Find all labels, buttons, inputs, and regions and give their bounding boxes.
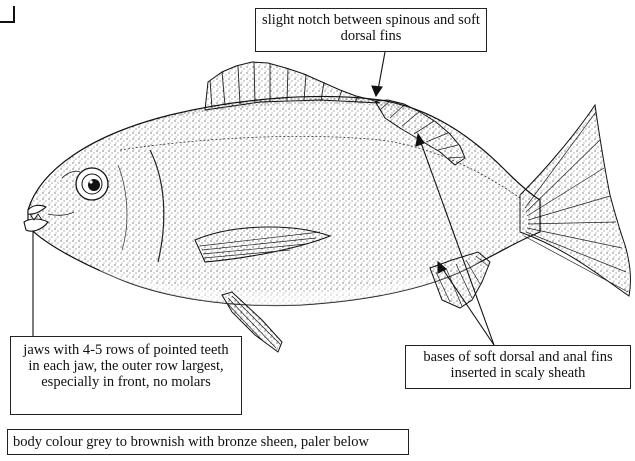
jaws-annotation-label: jaws with 4-5 rows of pointed teeth in e… xyxy=(10,336,242,415)
body-colour-annotation-label: body colour grey to brownish with bronze… xyxy=(7,429,409,455)
fin-bases-annotation-label: bases of soft dorsal and anal fins inser… xyxy=(405,345,631,389)
notch-annotation-label: slight notch between spinous and soft do… xyxy=(255,8,487,52)
corner-mark xyxy=(0,6,14,22)
